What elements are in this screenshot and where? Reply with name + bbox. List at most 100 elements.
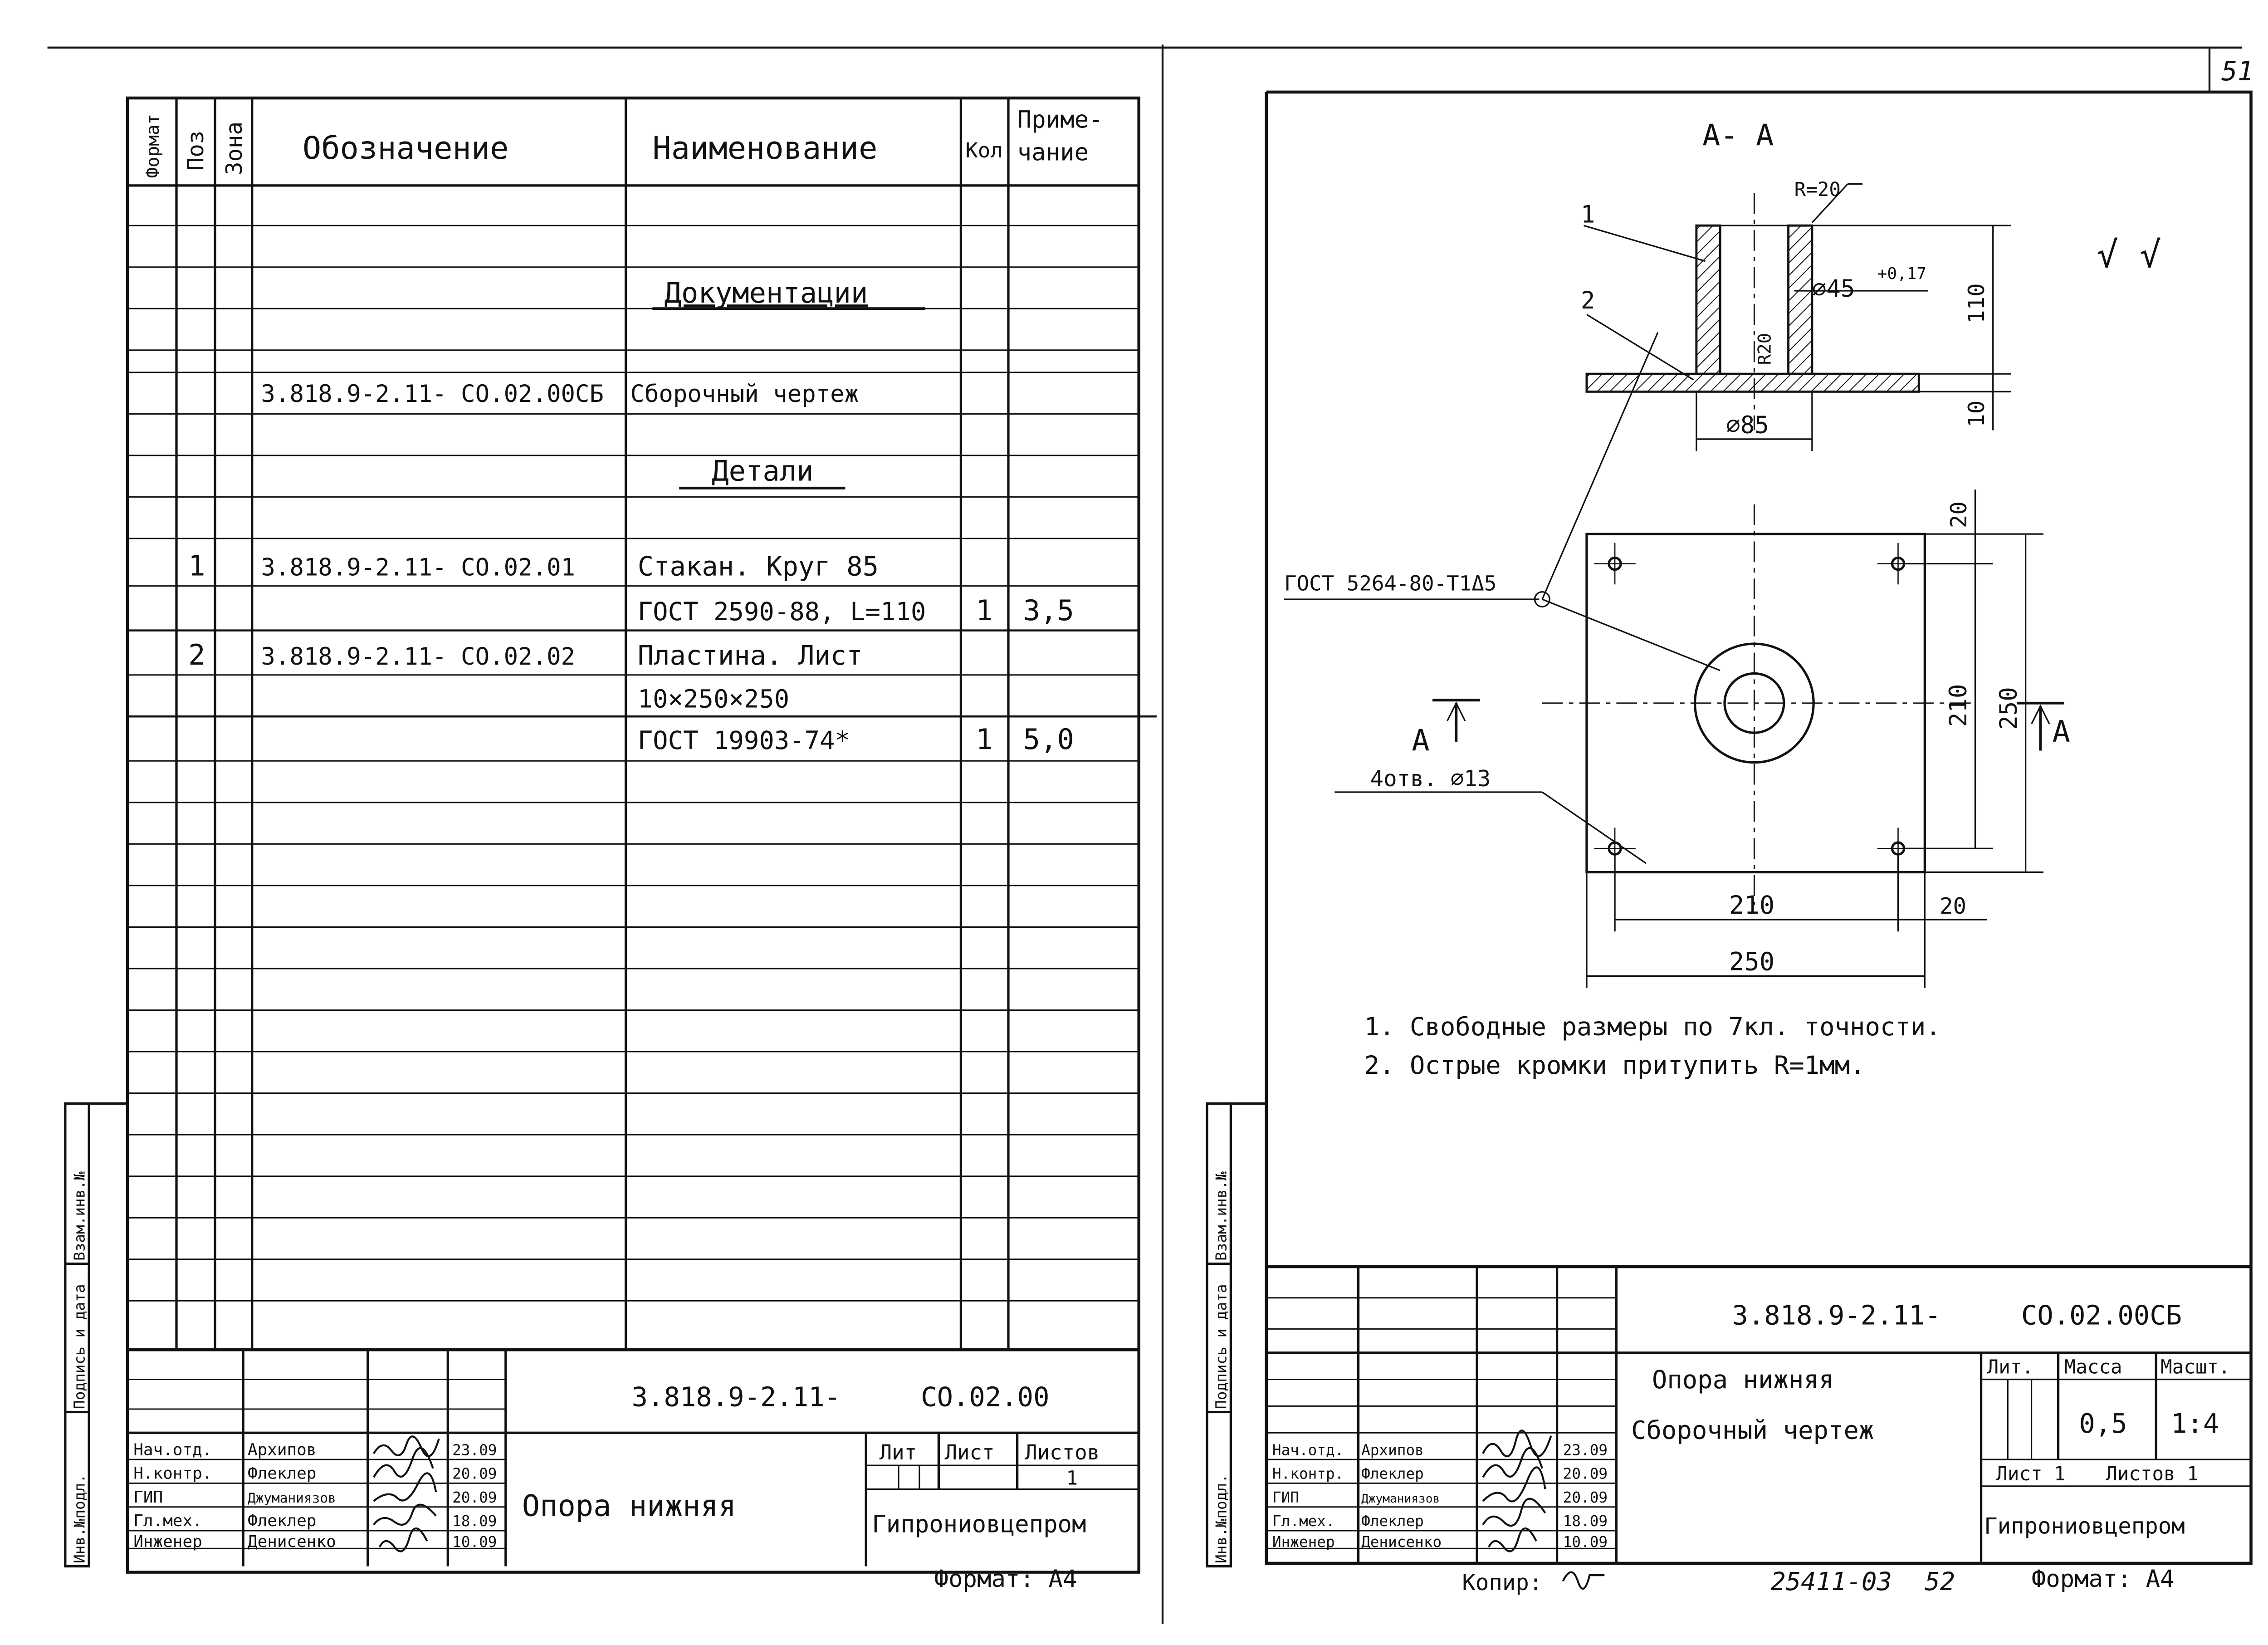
row3-name: ГОСТ 2590-88, L=110 bbox=[638, 597, 926, 627]
left-person-name: Денисенко bbox=[248, 1532, 336, 1551]
section-documentation: Документации bbox=[665, 276, 868, 309]
right-person-name: Флеклер bbox=[1361, 1513, 1424, 1530]
left-spec-rows bbox=[127, 225, 1157, 1302]
left-org: Гипрониовцепром bbox=[872, 1510, 1086, 1538]
right-title-block bbox=[1266, 1265, 2251, 1563]
right-signatures bbox=[1482, 1430, 1552, 1552]
left-sheet-label: Лист bbox=[944, 1440, 994, 1464]
left-doc-title: Опора нижняя bbox=[522, 1488, 736, 1523]
left-side-label-sign: Подпись и дата bbox=[71, 1284, 88, 1409]
col-note-label-2: чание bbox=[1017, 138, 1089, 166]
left-spec-grid bbox=[127, 98, 1139, 1350]
roughness-mark: √ √ bbox=[2097, 234, 2161, 276]
right-person-name: Архипов bbox=[1361, 1441, 1424, 1459]
row5-name: 10×250×250 bbox=[638, 685, 790, 714]
section-label: А- А bbox=[1702, 118, 1774, 153]
holes-note: 4отв. ⌀13 bbox=[1370, 765, 1491, 792]
left-sheets-value: 1 bbox=[1066, 1468, 1078, 1490]
dim-edge-horizontal: 20 bbox=[1940, 893, 1966, 919]
left-person-date: 20.09 bbox=[452, 1489, 497, 1506]
dim-holes-span-horizontal: 210 bbox=[1729, 891, 1774, 920]
left-side-label-replace: Взам.инв.№ bbox=[71, 1171, 88, 1261]
right-side-label-replace: Взам.инв.№ bbox=[1213, 1171, 1230, 1261]
tech-note: 1. Свободные размеры по 7кл. точности. bbox=[1364, 1012, 1941, 1042]
right-sheet: А- А R=20 ⌀45 +0,17 110 10 R20 ⌀8 bbox=[1206, 90, 2253, 1596]
tech-note: 2. Острые кромки притупить R=1мм. bbox=[1364, 1051, 1865, 1080]
right-person-name: Флеклер bbox=[1361, 1465, 1424, 1483]
marker-pos1: 1 bbox=[1581, 201, 1595, 229]
right-people: Нач.отд. Архипов 23.09 Н.контр. Флеклер … bbox=[1272, 1441, 1608, 1551]
dim-outer-diameter: ⌀85 bbox=[1726, 411, 1769, 439]
row6-name: ГОСТ 19903-74* bbox=[638, 726, 850, 755]
section-parts: Детали bbox=[712, 454, 813, 487]
left-person-date: 23.09 bbox=[452, 1441, 497, 1459]
page-number: 51 bbox=[2221, 55, 2253, 87]
section-view bbox=[1585, 193, 1920, 431]
right-person-role: Нач.отд. bbox=[1272, 1441, 1344, 1459]
col-format-label: Формат bbox=[143, 114, 163, 178]
row4-name: Пластина. Лист bbox=[638, 640, 863, 671]
dim-holes-span-vertical: 210 bbox=[1945, 684, 1972, 727]
left-person-name: Архипов bbox=[248, 1440, 317, 1459]
dim-edge-vertical: 20 bbox=[1945, 501, 1972, 528]
dim-hole-diameter: ⌀45 bbox=[1812, 275, 1855, 303]
right-format-label: Формат: А4 bbox=[2032, 1565, 2175, 1593]
dim-size-vertical: 250 bbox=[1995, 687, 2023, 729]
right-scale-value: 1:4 bbox=[2171, 1408, 2219, 1439]
row4-designation: 3.818.9-2.11- СО.02.02 bbox=[261, 643, 575, 671]
right-sheets-label: Листов 1 bbox=[2106, 1463, 2199, 1485]
left-sheets-label: Листов bbox=[1025, 1440, 1100, 1464]
row2-name: Стакан. Круг 85 bbox=[638, 551, 879, 582]
page-frame-top bbox=[47, 44, 2242, 1624]
row3-qty: 1 bbox=[976, 594, 992, 627]
left-person-role: Инженер bbox=[133, 1532, 202, 1551]
dim-height: 110 bbox=[1963, 283, 1989, 323]
right-person-role: ГИП bbox=[1272, 1489, 1299, 1506]
col-note-label-1: Приме- bbox=[1017, 106, 1103, 133]
right-doc-title: Опора нижняя bbox=[1652, 1365, 1834, 1395]
archive-page: 52 bbox=[1925, 1567, 1955, 1596]
right-lit-label: Лит. bbox=[1987, 1356, 2033, 1378]
left-person-name: Флеклер bbox=[248, 1512, 317, 1530]
copy-signature bbox=[1562, 1571, 1605, 1590]
left-format-label: Формат: А4 bbox=[934, 1565, 1077, 1593]
left-signatures bbox=[372, 1435, 440, 1552]
left-person-date: 18.09 bbox=[452, 1513, 497, 1530]
copy-label: Копир: bbox=[1462, 1569, 1542, 1596]
left-side-label-inv: Инв.№подл. bbox=[71, 1474, 88, 1563]
col-name-label: Наименование bbox=[652, 130, 877, 166]
row2-designation: 3.818.9-2.11- СО.02.01 bbox=[261, 554, 575, 582]
plan-view bbox=[1542, 504, 1972, 905]
dim-size-horizontal: 250 bbox=[1729, 947, 1774, 976]
left-doc-code: 3.818.9-2.11- СО.02.00 bbox=[632, 1381, 1050, 1412]
right-person-date: 23.09 bbox=[1563, 1441, 1608, 1459]
right-person-role: Н.контр. bbox=[1272, 1465, 1344, 1483]
right-org: Гипрониовцепром bbox=[1984, 1513, 2185, 1539]
row4-pos: 2 bbox=[188, 638, 205, 671]
col-pos-label: Поз bbox=[182, 131, 209, 171]
col-zone-label: Зона bbox=[221, 122, 247, 175]
marker-pos2: 2 bbox=[1581, 287, 1595, 314]
row2-pos: 1 bbox=[188, 549, 205, 583]
dim-plate: 10 bbox=[1963, 401, 1989, 427]
left-person-role: Н.контр. bbox=[133, 1464, 212, 1483]
right-side-stamp bbox=[1206, 1102, 1266, 1568]
right-scale-label: Масшт. bbox=[2160, 1356, 2230, 1378]
left-sheet-frame bbox=[126, 96, 1140, 1574]
right-doc-subtitle: Сборочный чертеж bbox=[1631, 1415, 1874, 1445]
right-person-date: 20.09 bbox=[1563, 1465, 1608, 1483]
left-person-date: 10.09 bbox=[452, 1533, 497, 1551]
right-person-role: Инженер bbox=[1272, 1533, 1335, 1551]
cut-mark-right: А bbox=[2052, 715, 2070, 749]
left-side-stamp bbox=[64, 1102, 128, 1568]
row1-name: Сборочный чертеж bbox=[630, 380, 859, 408]
right-side-label-sign: Подпись и дата bbox=[1213, 1284, 1230, 1409]
plan-dims bbox=[1284, 332, 2064, 988]
right-side-label-inv: Инв.№подл. bbox=[1213, 1474, 1230, 1563]
dim-radius: R=20 bbox=[1794, 179, 1841, 201]
weld-note: ГОСТ 5264-80-Т1Δ5 bbox=[1284, 571, 1496, 595]
dim-hole-tolerance: +0,17 bbox=[1877, 264, 1926, 283]
row6-note: 5,0 bbox=[1023, 723, 1074, 756]
left-lit-label: Лит bbox=[880, 1440, 917, 1464]
